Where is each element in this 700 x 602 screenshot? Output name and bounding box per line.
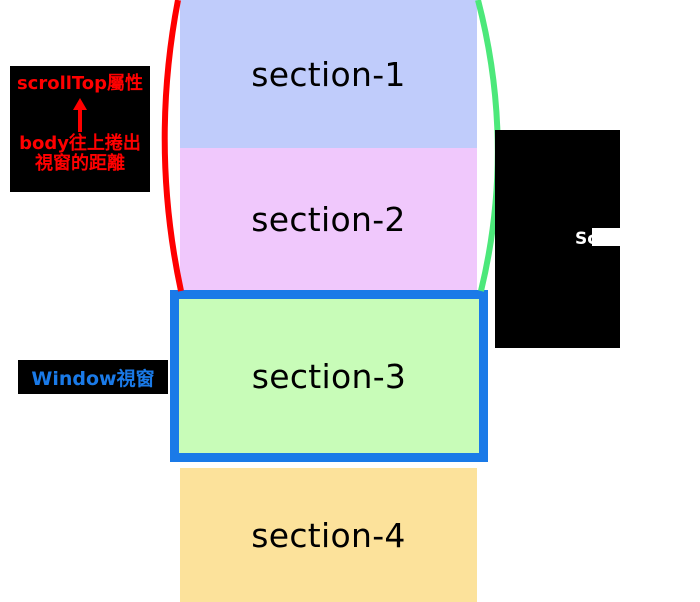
scrolltop-desc-line-1: body往上捲出 [19,132,141,154]
section-block-4: section-4 [180,468,477,602]
section-1-label: section-1 [251,54,406,94]
section-block-1: section-1 [180,0,477,148]
scrolltop-annotation-box: scrollTop屬性 body往上捲出 視窗的距離 [10,66,150,192]
window-annotation-box: Window視窗 [18,360,168,394]
section-2-label: section-2 [251,199,406,239]
window-viewport-frame: section-3 [170,290,488,462]
section-block-2: section-2 [180,148,477,290]
right-annotation-redaction-bar [592,228,662,246]
up-arrow-icon [73,97,87,132]
section-3-label: section-3 [251,356,407,396]
window-annotation-label: Window視窗 [31,367,155,390]
section-block-3: section-3 [179,299,479,453]
scrolltop-desc-line-2: 視窗的距離 [35,153,125,175]
scrolltop-title-text: scrollTop屬性 [16,73,144,94]
right-annotation-label: Sc [575,229,598,249]
left-red-arc-bracket [161,0,184,292]
section-4-label: section-4 [251,515,406,555]
